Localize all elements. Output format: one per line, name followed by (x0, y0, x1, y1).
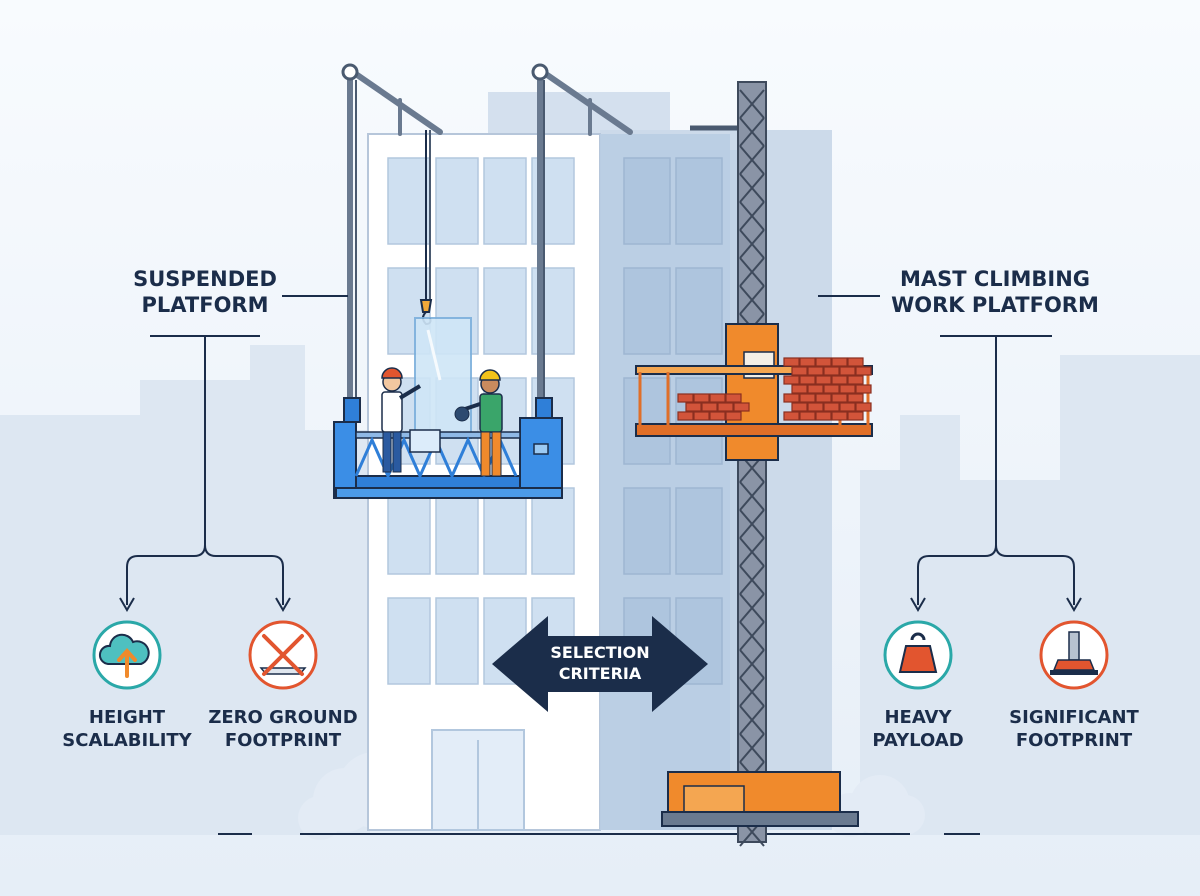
feature-label-line1: HEIGHT (88, 707, 166, 728)
feature-label-line2: FOOTPRINT (224, 730, 342, 752)
mast-climbing-title-line1: MAST CLIMBING (899, 267, 1091, 291)
feature-zero-ground-footprint: ZERO GROUND FOOTPRINT (203, 706, 363, 752)
feature-heavy-payload: HEAVY PAYLOAD (853, 706, 983, 752)
selection-criteria-line1: SELECTION (550, 643, 650, 662)
feature-label-line1: SIGNIFICANT (1009, 707, 1139, 728)
worker-left (381, 367, 422, 473)
feature-height-scalability: HEIGHT SCALABILITY (52, 706, 202, 752)
cloud-upload-icon (92, 620, 162, 690)
weight-icon (883, 620, 953, 690)
feature-label-line1: ZERO GROUND (208, 707, 358, 728)
feature-label-line2: FOOTPRINT (1015, 730, 1133, 752)
mast-climbing-platform-title: MAST CLIMBING WORK PLATFORM (880, 266, 1110, 319)
roof-davits (347, 67, 633, 403)
selection-criteria-line2: CRITERIA (558, 663, 642, 683)
suspended-platform-title-line1: SUSPENDED (133, 267, 277, 291)
connector-lines (119, 295, 1082, 612)
pulleys (341, 63, 549, 81)
mast-climbing-title-line2: WORK PLATFORM (891, 293, 1099, 318)
feature-label-line1: HEAVY (884, 707, 952, 728)
feature-label-line2: PAYLOAD (872, 730, 964, 752)
mast-climbing-platform (635, 81, 873, 847)
feature-label-line2: SCALABILITY (62, 730, 192, 752)
suspended-platform-title: SUSPENDED PLATFORM (120, 266, 290, 319)
worker-right (454, 369, 503, 477)
city-skyline (0, 345, 1200, 835)
crossed-out-base-icon (248, 620, 318, 690)
selection-criteria-arrow (492, 616, 708, 712)
suspension-cables (355, 80, 545, 400)
feature-significant-footprint: SIGNIFICANT FOOTPRINT (999, 706, 1149, 752)
suspended-platform (333, 397, 563, 499)
suspended-platform-title-line2: PLATFORM (141, 293, 269, 318)
mast-base-icon (1039, 620, 1109, 690)
selection-criteria-label: SELECTION CRITERIA (540, 643, 660, 685)
